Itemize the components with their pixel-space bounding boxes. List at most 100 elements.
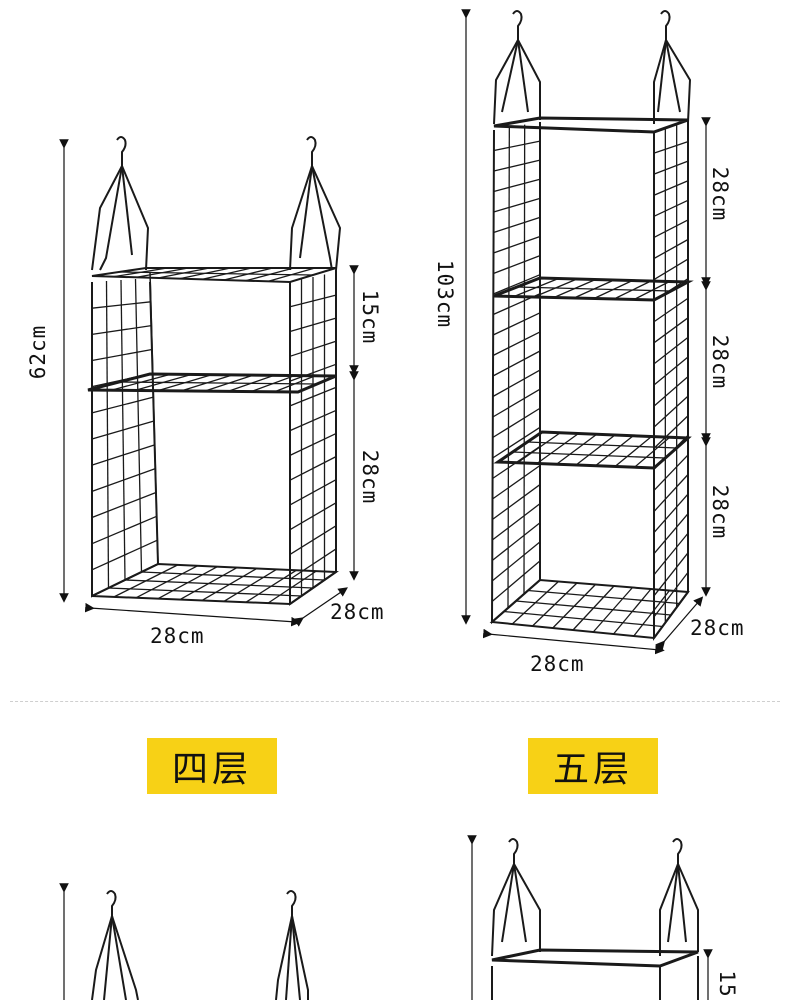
wire — [493, 254, 541, 275]
wire — [289, 432, 337, 456]
rack-four-tier — [87, 136, 342, 606]
wire — [492, 312, 541, 336]
wire — [492, 426, 541, 459]
dim-top-gap-bottom-right: 15 — [715, 970, 739, 998]
wire — [118, 271, 314, 276]
wire — [653, 160, 689, 175]
wire — [653, 199, 689, 217]
wire — [289, 502, 337, 531]
rack-four-tier-grid — [91, 267, 337, 604]
hanger-left — [91, 136, 150, 271]
wire — [653, 395, 689, 428]
dim-top-gap-left: 15cm — [358, 289, 382, 345]
wire — [91, 396, 154, 414]
wire — [653, 238, 689, 260]
wire — [653, 297, 689, 323]
wire — [493, 216, 541, 234]
dim-height-total-right: 103cm — [433, 259, 457, 329]
dim-bottom-gap-left: 28cm — [358, 449, 382, 505]
wire — [289, 340, 337, 357]
wire — [653, 219, 689, 238]
wire — [515, 600, 672, 616]
wire — [141, 571, 325, 581]
hanger-right — [289, 136, 342, 271]
wire — [91, 325, 152, 335]
wire — [634, 436, 671, 468]
dim-depth-left: 28cm — [330, 600, 385, 624]
wire — [595, 435, 634, 467]
wire — [492, 464, 541, 500]
wire — [653, 513, 689, 555]
wire — [492, 407, 541, 439]
wire — [653, 493, 689, 534]
wire — [492, 369, 541, 398]
dim-tier3-right: 28cm — [708, 484, 732, 540]
rack-five-tier-grid — [491, 124, 689, 637]
wire — [289, 409, 337, 432]
wire — [575, 434, 616, 466]
wire — [653, 474, 689, 512]
wire — [289, 294, 337, 308]
wire — [653, 317, 689, 344]
wire — [653, 336, 689, 365]
hanger-right — [653, 10, 692, 124]
wire — [653, 532, 689, 576]
wire — [91, 372, 153, 388]
wire — [516, 286, 672, 292]
wire — [91, 468, 156, 492]
rack-five-tier — [489, 10, 694, 642]
rack-bottom-left-partial — [91, 890, 309, 1000]
wire — [289, 386, 337, 407]
wire — [91, 420, 155, 440]
wire — [91, 444, 155, 466]
wire — [492, 350, 541, 377]
wire — [491, 560, 541, 602]
wire — [653, 180, 689, 196]
wire — [91, 491, 157, 519]
wire — [493, 140, 541, 152]
wire — [492, 388, 541, 418]
wire — [653, 552, 689, 597]
wire — [289, 525, 337, 556]
wire — [527, 441, 677, 449]
label-four-tier: 四层 — [147, 738, 277, 794]
wire — [289, 479, 337, 506]
dim-width-left: 28cm — [150, 624, 205, 648]
rack-bottom-right-partial — [491, 838, 699, 1000]
dim-height-total-left: 62cm — [26, 324, 50, 380]
wire — [653, 415, 689, 449]
wire — [527, 589, 680, 605]
wire — [493, 235, 541, 254]
wire — [491, 522, 541, 562]
wire — [653, 278, 689, 302]
wire — [492, 293, 541, 316]
wire — [517, 432, 561, 464]
wire — [91, 515, 157, 545]
wire — [556, 433, 598, 465]
hanger-left — [493, 10, 541, 125]
wire — [503, 610, 663, 628]
wire — [91, 348, 153, 362]
wire — [614, 435, 652, 468]
wire — [124, 579, 314, 589]
wire — [492, 331, 541, 357]
wire — [91, 301, 151, 309]
wire — [289, 363, 337, 382]
wire — [492, 484, 541, 521]
wire — [493, 197, 541, 213]
wire — [653, 572, 689, 618]
dim-tier1-right: 28cm — [708, 166, 732, 222]
wire — [91, 539, 158, 571]
wire — [493, 274, 541, 295]
wire — [289, 548, 337, 580]
dim-width-right: 28cm — [530, 652, 585, 676]
wire — [536, 432, 579, 465]
wire — [653, 140, 689, 154]
dim-tier2-right: 28cm — [708, 334, 732, 390]
wire — [493, 178, 541, 193]
wire — [289, 317, 337, 333]
wire — [491, 541, 541, 582]
wire — [653, 454, 689, 491]
wire — [653, 356, 689, 386]
wire — [493, 159, 541, 172]
